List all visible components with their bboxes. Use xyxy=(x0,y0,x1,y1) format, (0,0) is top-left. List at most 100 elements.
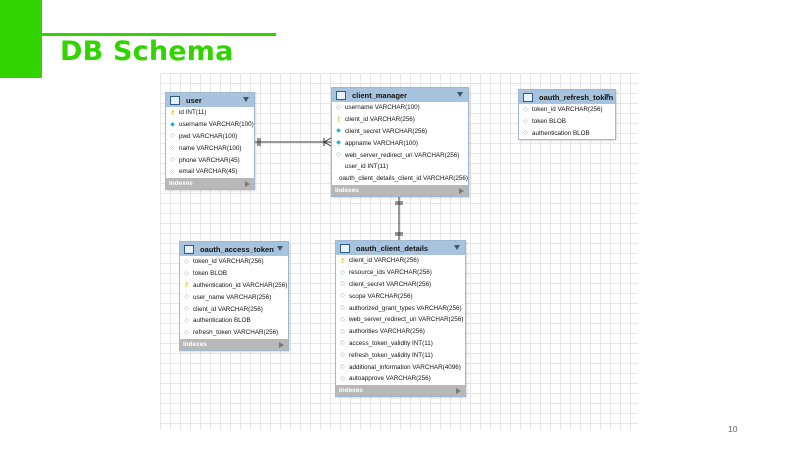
column-row[interactable]: ◇web_server_redirect_uri VARCHAR(256) xyxy=(336,314,465,326)
collapse-arrow-icon[interactable] xyxy=(454,245,460,250)
column-row[interactable]: ◇autoapprove VARCHAR(256) xyxy=(336,373,465,385)
key-icon: ⚷ xyxy=(170,109,175,116)
table-header[interactable]: oauth_client_details xyxy=(336,241,465,255)
column-label: email VARCHAR(45) xyxy=(179,168,238,176)
column-row[interactable]: ◇authentication BLOB xyxy=(180,315,288,327)
column-row[interactable]: ⚷ id INT(11) xyxy=(166,107,254,119)
column-row[interactable]: ◇web_server_redirect_uri VARCHAR(256) xyxy=(332,149,468,161)
table-icon xyxy=(523,92,533,102)
column-icon: ◇ xyxy=(184,270,189,277)
column-row[interactable]: ⚷ client_id VARCHAR(256) xyxy=(336,255,465,267)
key-icon: ⚷ xyxy=(340,257,345,264)
column-icon: ◇ xyxy=(340,293,345,300)
column-label: username VARCHAR(100) xyxy=(179,121,254,129)
column-row[interactable]: ⚷client_id VARCHAR(256) xyxy=(332,114,468,126)
collapse-arrow-icon[interactable] xyxy=(277,246,283,251)
column-row[interactable]: ◇pwd VARCHAR(100) xyxy=(166,131,254,143)
column-label: refresh_token VARCHAR(256) xyxy=(193,329,279,337)
column-row[interactable]: ◆appname VARCHAR(100) xyxy=(332,137,468,149)
column-ref-icon: ◆ xyxy=(170,121,175,128)
collapse-arrow-icon[interactable] xyxy=(243,97,249,102)
page-number: 10 xyxy=(728,424,738,434)
indexes-bar[interactable]: Indexes xyxy=(336,384,465,396)
table-client-manager[interactable]: client_manager ◇username VARCHAR(100)⚷cl… xyxy=(331,87,469,197)
table-header[interactable]: oauth_access_token xyxy=(180,242,288,256)
column-label: client_id VARCHAR(256) xyxy=(193,305,263,313)
column-row[interactable]: ◇ authorities VARCHAR(256) xyxy=(336,326,465,338)
column-row[interactable]: ◇user_name VARCHAR(256) xyxy=(180,291,288,303)
table-header[interactable]: oauth_refresh_token xyxy=(519,90,615,104)
column-row[interactable]: ◇token_id VARCHAR(256) xyxy=(180,256,288,268)
column-icon: ◇ xyxy=(184,306,189,313)
column-icon: ◇ xyxy=(340,375,345,382)
column-icon: ◇ xyxy=(523,118,528,125)
indexes-bar[interactable]: Indexes xyxy=(180,338,288,350)
column-list: ⚷ id INT(11) ◆ username VARCHAR(100) ◇pwd VA… xyxy=(166,107,254,178)
column-icon: ◇ xyxy=(170,168,175,175)
column-label: authorities VARCHAR(256) xyxy=(349,328,425,336)
column-label: client_secret VARCHAR(256) xyxy=(345,127,428,135)
column-row[interactable]: ◇refresh_token VARCHAR(256) xyxy=(180,327,288,339)
column-label: access_token_validity INT(11) xyxy=(349,339,433,347)
column-label: refresh_token_validity INT(11) xyxy=(349,351,433,359)
table-name: client_manager xyxy=(352,90,408,100)
column-row[interactable]: ◇ client_secret VARCHAR(256) xyxy=(336,279,465,291)
expand-arrow-icon[interactable] xyxy=(456,387,461,394)
table-user[interactable]: user ⚷ id INT(11) ◆ username VARCHAR(100) ◇p… xyxy=(165,92,255,190)
column-row[interactable]: ◆client_secret VARCHAR(256) xyxy=(332,126,468,138)
column-label: oauth_client_details_client_id VARCHAR(2… xyxy=(338,175,468,183)
column-list: ◇token_id VARCHAR(256)◇token BLOB◇authen… xyxy=(519,104,615,139)
column-row[interactable]: ◇additional_information VARCHAR(4096) xyxy=(336,361,465,373)
key-icon: ⚷ xyxy=(184,282,189,289)
column-list: ◇username VARCHAR(100)⚷client_id VARCHAR… xyxy=(332,102,468,185)
column-icon: ◇ xyxy=(340,316,345,323)
column-row[interactable]: ◇username VARCHAR(100) xyxy=(332,102,468,114)
column-row[interactable]: ◇ token BLOB xyxy=(180,268,288,280)
table-name: user xyxy=(186,95,202,105)
column-row[interactable]: ◇ client_id VARCHAR(256) xyxy=(180,303,288,315)
column-row[interactable]: ◇phone VARCHAR(45) xyxy=(166,154,254,166)
column-row[interactable]: ◇ email VARCHAR(45) xyxy=(166,166,254,178)
column-icon: ◇ xyxy=(170,133,175,140)
slide-title: DB Schema xyxy=(60,36,234,67)
table-name: oauth_access_token xyxy=(200,244,274,254)
table-oauth-refresh-token[interactable]: oauth_refresh_token ◇token_id VARCHAR(25… xyxy=(518,89,616,141)
column-label: id INT(11) xyxy=(179,109,207,117)
column-row[interactable]: ◇refresh_token_validity INT(11) xyxy=(336,349,465,361)
column-label: client_id VARCHAR(256) xyxy=(349,257,419,265)
table-oauth-client-details[interactable]: oauth_client_details ⚷ client_id VARCHAR(… xyxy=(335,240,466,397)
column-row[interactable]: ◇access_token_validity INT(11) xyxy=(336,338,465,350)
table-icon xyxy=(340,243,350,253)
column-row[interactable]: ◇authorized_grant_types VARCHAR(256) xyxy=(336,302,465,314)
column-row[interactable]: ◇token_id VARCHAR(256) xyxy=(519,104,615,116)
column-label: token BLOB xyxy=(193,270,227,278)
column-row[interactable]: ◇name VARCHAR(100) xyxy=(166,142,254,154)
expand-arrow-icon[interactable] xyxy=(245,180,250,187)
column-row[interactable]: user_id INT(11) xyxy=(332,161,468,173)
table-oauth-access-token[interactable]: oauth_access_token ◇token_id VARCHAR(256… xyxy=(179,241,289,351)
column-row[interactable]: ◇resource_ids VARCHAR(256) xyxy=(336,267,465,279)
column-row[interactable]: ◆ username VARCHAR(100) xyxy=(166,119,254,131)
expand-arrow-icon[interactable] xyxy=(459,187,464,194)
column-icon: ◇ xyxy=(336,104,341,111)
collapse-arrow-icon[interactable] xyxy=(457,92,463,97)
table-header[interactable]: client_manager xyxy=(332,88,468,102)
column-row[interactable]: ◇authentication BLOB xyxy=(519,128,615,140)
column-icon: ◇ xyxy=(340,328,345,335)
indexes-label: Indexes xyxy=(339,386,363,394)
indexes-bar[interactable]: Indexes xyxy=(332,184,468,196)
expand-arrow-icon[interactable] xyxy=(279,341,284,348)
table-icon xyxy=(184,244,194,254)
column-label: client_secret VARCHAR(256) xyxy=(349,280,432,288)
indexes-bar[interactable]: Indexes xyxy=(166,177,254,189)
column-row[interactable]: ◇ scope VARCHAR(256) xyxy=(336,290,465,302)
column-label: scope VARCHAR(256) xyxy=(349,292,413,300)
column-row[interactable]: ◇token BLOB xyxy=(519,116,615,128)
column-row[interactable]: ⚷authentication_id VARCHAR(256) xyxy=(180,280,288,292)
column-row[interactable]: oauth_client_details_client_id VARCHAR(2… xyxy=(332,173,468,185)
table-header[interactable]: user xyxy=(166,93,254,107)
column-icon: ◇ xyxy=(340,281,345,288)
column-ref-icon: ◆ xyxy=(336,140,341,147)
collapse-arrow-icon[interactable] xyxy=(604,94,610,99)
column-list: ◇token_id VARCHAR(256) ◇ token BLOB ⚷authen… xyxy=(180,256,288,339)
